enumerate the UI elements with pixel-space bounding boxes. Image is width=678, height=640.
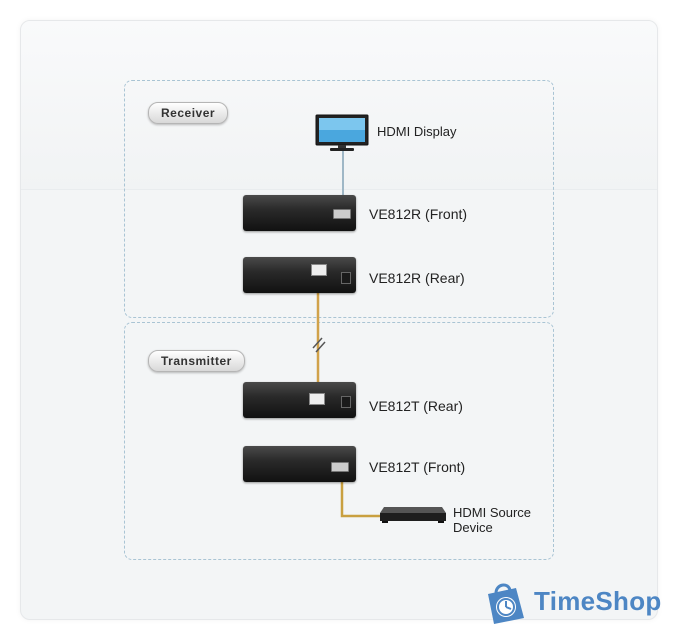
power-port-icon bbox=[341, 272, 351, 284]
receiver-front-label: VE812R (Front) bbox=[369, 206, 468, 222]
hdmi-port-icon bbox=[333, 209, 351, 219]
card-header-shade bbox=[21, 21, 657, 190]
cable-break-mark-1 bbox=[312, 337, 323, 349]
hdmi-display-label: HDMI Display bbox=[377, 124, 457, 139]
transmitter-zone-label: Transmitter bbox=[148, 350, 245, 372]
shopping-bag-clock-icon bbox=[488, 583, 524, 624]
hdmi-source-label-line1: HDMI Source bbox=[453, 505, 532, 520]
transmitter-rear-unit bbox=[243, 382, 356, 418]
receiver-rear-label: VE812R (Rear) bbox=[369, 270, 465, 286]
rj45-port-icon bbox=[311, 264, 327, 276]
transmitter-front-unit bbox=[243, 446, 356, 482]
hdmi-source-label-line2: Device bbox=[453, 520, 493, 535]
cable-break-mark-2 bbox=[315, 341, 326, 353]
hdmi-port-icon bbox=[331, 462, 349, 472]
hdmi-source-device-icon bbox=[380, 507, 446, 523]
transmitter-rear-label: VE812T (Rear) bbox=[369, 398, 463, 414]
power-port-icon bbox=[341, 396, 351, 408]
receiver-zone-label: Receiver bbox=[148, 102, 229, 124]
transmitter-zone bbox=[124, 322, 554, 560]
receiver-zone bbox=[124, 80, 554, 318]
hdmi-source-label: HDMI Source Device bbox=[453, 505, 531, 535]
transmitter-front-label: VE812T (Front) bbox=[369, 459, 466, 475]
watermark-text: TimeShop bbox=[534, 586, 662, 616]
receiver-front-unit bbox=[243, 195, 356, 231]
receiver-rear-unit bbox=[243, 257, 356, 293]
rj45-port-icon bbox=[309, 393, 325, 405]
hdmi-display-icon bbox=[315, 114, 369, 151]
hdmi-source-cable bbox=[340, 470, 388, 518]
watermark: TimeShop bbox=[478, 578, 668, 628]
